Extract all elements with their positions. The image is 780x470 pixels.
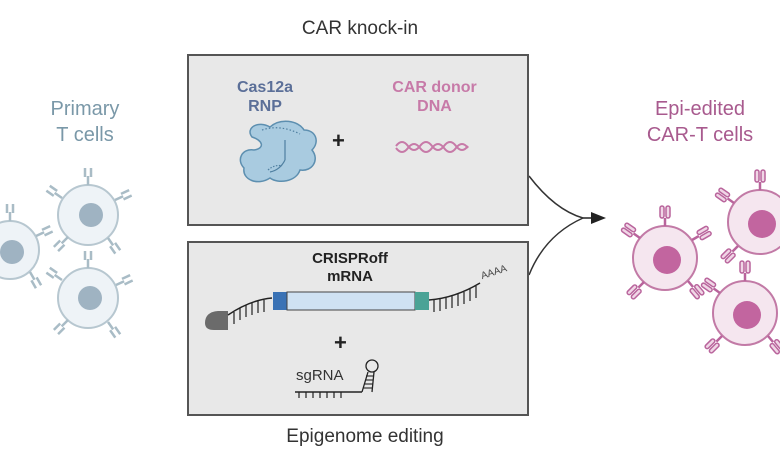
cas12a-rnp-icon: [239, 120, 317, 183]
primary-t-cells-label-line1: Primary: [50, 98, 120, 120]
primary-t-cells-label-line2: T cells: [56, 124, 114, 146]
t-cell-icon: [45, 166, 133, 255]
primary-t-cells-label: Primary T cells: [20, 96, 150, 148]
plus-sign: +: [332, 128, 345, 153]
car-t-cell-icon: [619, 204, 714, 301]
car-knock-in-box: [187, 54, 529, 226]
sgrna-icon: [295, 359, 379, 398]
cas12a-label-line2: RNP: [248, 98, 282, 115]
plus-sign: +: [334, 330, 347, 355]
sgrna-label: sgRNA: [296, 367, 344, 384]
car-t-cell-icon: [699, 259, 780, 356]
epigenome-editing-title: Epigenome editing: [286, 426, 444, 447]
car-donor-dna-label: CAR donor DNA: [372, 78, 497, 116]
cas12a-label-line1: Cas12a: [236, 79, 294, 96]
donor-label-line2: DNA: [417, 98, 452, 115]
cas12a-rnp-label: Cas12a RNP: [225, 78, 305, 116]
car-t-cell-icon: [713, 168, 780, 265]
t-cell-icon: [0, 202, 54, 290]
crisproff-mrna-label: CRISPRoff mRNA: [290, 250, 410, 286]
car-t-cells-label-line2: CAR-T cells: [646, 124, 754, 146]
donor-label-line1: CAR donor: [392, 79, 477, 96]
car-t-cells-label: Epi-edited CAR-T cells: [620, 96, 780, 148]
crisproff-label-line2: mRNA: [327, 268, 373, 285]
mrna-icon: [205, 282, 481, 330]
merge-arrow-icon: [528, 175, 606, 276]
dna-helix-icon: [395, 141, 469, 153]
crisproff-label-line1: CRISPRoff: [312, 250, 388, 267]
car-knock-in-title: CAR knock-in: [301, 18, 419, 39]
t-cell-icon: [45, 249, 134, 339]
car-t-cells-label-line1: Epi-edited: [654, 98, 746, 120]
epigenome-editing-box: [187, 241, 529, 416]
